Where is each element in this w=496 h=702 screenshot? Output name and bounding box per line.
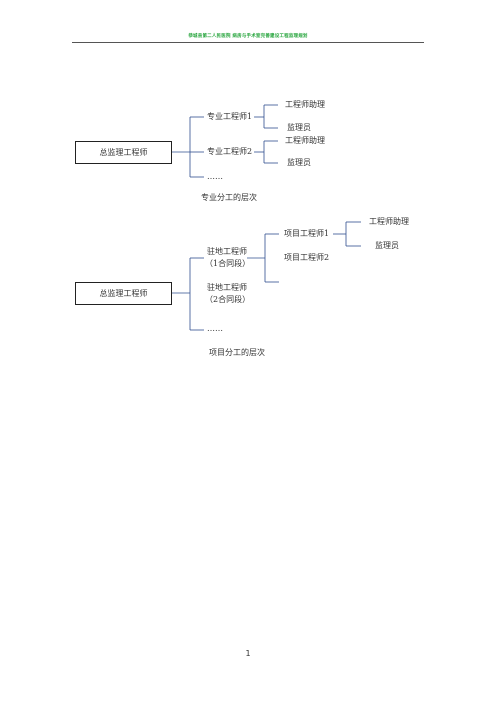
d2-leaf-2: 监理员 xyxy=(375,241,399,250)
d1-caption: 专业分工的层次 xyxy=(201,193,257,202)
d1-root-box: 总监理工程师 xyxy=(75,141,172,164)
page-number: 1 xyxy=(245,649,251,658)
d2-sub-1: 项目工程师1 xyxy=(284,229,330,238)
d2-branch-2-line-1: 驻地工程师 xyxy=(207,283,247,292)
d2-branch-2-line-2: （2合同段） xyxy=(205,295,251,304)
d2-root-box: 总监理工程师 xyxy=(75,282,172,305)
d2-sub-2: 项目工程师2 xyxy=(284,253,330,262)
d1-branch-2: 专业工程师2 xyxy=(207,147,253,156)
d2-root-label: 总监理工程师 xyxy=(99,289,148,298)
d2-caption: 项目分工的层次 xyxy=(209,348,265,357)
d1-b2-leaf-1: 工程师助理 xyxy=(285,136,325,145)
page-header: 恭城县第二人民医院 病房与手术室完善建设工程监理规划 xyxy=(188,34,308,39)
d1-b1-leaf-1: 工程师助理 xyxy=(285,100,325,109)
d1-branch-more: …… xyxy=(207,172,223,181)
header-rule xyxy=(72,42,424,43)
d2-branch-more: …… xyxy=(207,324,223,333)
d2-branch-1-line-1: 驻地工程师 xyxy=(207,247,247,256)
d2-leaf-1: 工程师助理 xyxy=(369,217,409,226)
d1-branch-1: 专业工程师1 xyxy=(207,112,253,121)
d2-branch-1-line-2: （1合同段） xyxy=(205,259,251,268)
d1-b1-leaf-2: 监理员 xyxy=(287,123,311,132)
d1-root-label: 总监理工程师 xyxy=(99,148,148,157)
d1-b2-leaf-2: 监理员 xyxy=(287,158,311,167)
